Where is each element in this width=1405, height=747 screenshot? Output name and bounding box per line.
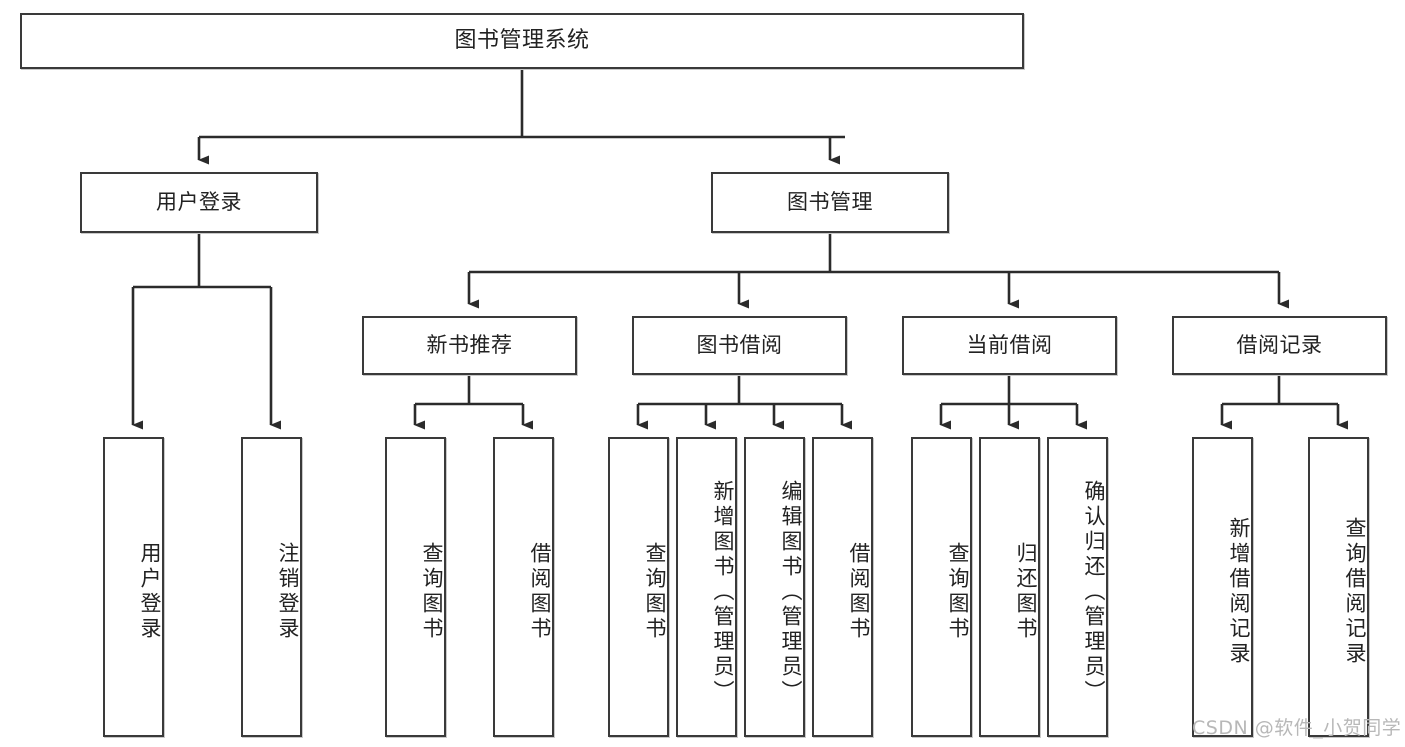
leaf-current-borrow-return-book[interactable]: 归还图书 bbox=[979, 437, 1040, 737]
leaf-current-borrow-query-book[interactable]: 查询图书 bbox=[911, 437, 972, 737]
node-book-borrow[interactable]: 图书借阅 bbox=[632, 316, 847, 375]
node-new-book-recommend[interactable]: 新书推荐 bbox=[362, 316, 577, 375]
node-label: 确认归还（管理员） bbox=[1082, 479, 1106, 705]
leaf-borrow-record-query-record[interactable]: 查询借阅记录 bbox=[1308, 437, 1369, 737]
node-user-login[interactable]: 用户登录 bbox=[80, 172, 318, 233]
node-label: 当前借阅 bbox=[966, 332, 1053, 357]
node-label: 查询图书 bbox=[946, 542, 970, 642]
node-label: 借阅记录 bbox=[1236, 332, 1323, 357]
node-current-borrow[interactable]: 当前借阅 bbox=[902, 316, 1117, 375]
leaf-book-borrow-query-book[interactable]: 查询图书 bbox=[608, 437, 669, 737]
leaf-new-book-borrow-book[interactable]: 借阅图书 bbox=[493, 437, 554, 737]
node-label: 图书管理 bbox=[787, 189, 873, 214]
node-label: 新增借阅记录 bbox=[1227, 517, 1251, 667]
leaf-user-login-logout[interactable]: 注销登录 bbox=[241, 437, 302, 737]
csdn-watermark: CSDN @软件_小贺同学 bbox=[1192, 717, 1402, 739]
node-label: 新书推荐 bbox=[426, 332, 513, 357]
node-label: 用户登录 bbox=[138, 542, 162, 642]
leaf-user-login-login[interactable]: 用户登录 bbox=[103, 437, 164, 737]
node-label: 用户登录 bbox=[156, 189, 242, 214]
node-label: 图书借阅 bbox=[696, 332, 783, 357]
node-label: 新增图书（管理员） bbox=[711, 479, 735, 705]
node-label: 编辑图书（管理员） bbox=[779, 479, 803, 705]
node-label: 借阅图书 bbox=[847, 542, 871, 642]
leaf-current-borrow-confirm-return-admin[interactable]: 确认归还（管理员） bbox=[1047, 437, 1108, 737]
node-label: 借阅图书 bbox=[528, 542, 552, 642]
leaf-book-borrow-add-book-admin[interactable]: 新增图书（管理员） bbox=[676, 437, 737, 737]
leaf-new-book-query-book[interactable]: 查询图书 bbox=[385, 437, 446, 737]
node-label: 注销登录 bbox=[276, 542, 300, 642]
node-borrow-record[interactable]: 借阅记录 bbox=[1172, 316, 1387, 375]
leaf-borrow-record-add-record[interactable]: 新增借阅记录 bbox=[1192, 437, 1253, 737]
node-label: 查询图书 bbox=[420, 542, 444, 642]
node-label: 查询图书 bbox=[643, 542, 667, 642]
node-root-book-management-system[interactable]: 图书管理系统 bbox=[20, 13, 1024, 69]
node-book-management[interactable]: 图书管理 bbox=[711, 172, 949, 233]
leaf-book-borrow-borrow-book[interactable]: 借阅图书 bbox=[812, 437, 873, 737]
leaf-book-borrow-edit-book-admin[interactable]: 编辑图书（管理员） bbox=[744, 437, 805, 737]
node-label: 归还图书 bbox=[1014, 542, 1038, 642]
node-label: 图书管理系统 bbox=[454, 27, 590, 53]
node-label: 查询借阅记录 bbox=[1343, 517, 1367, 667]
